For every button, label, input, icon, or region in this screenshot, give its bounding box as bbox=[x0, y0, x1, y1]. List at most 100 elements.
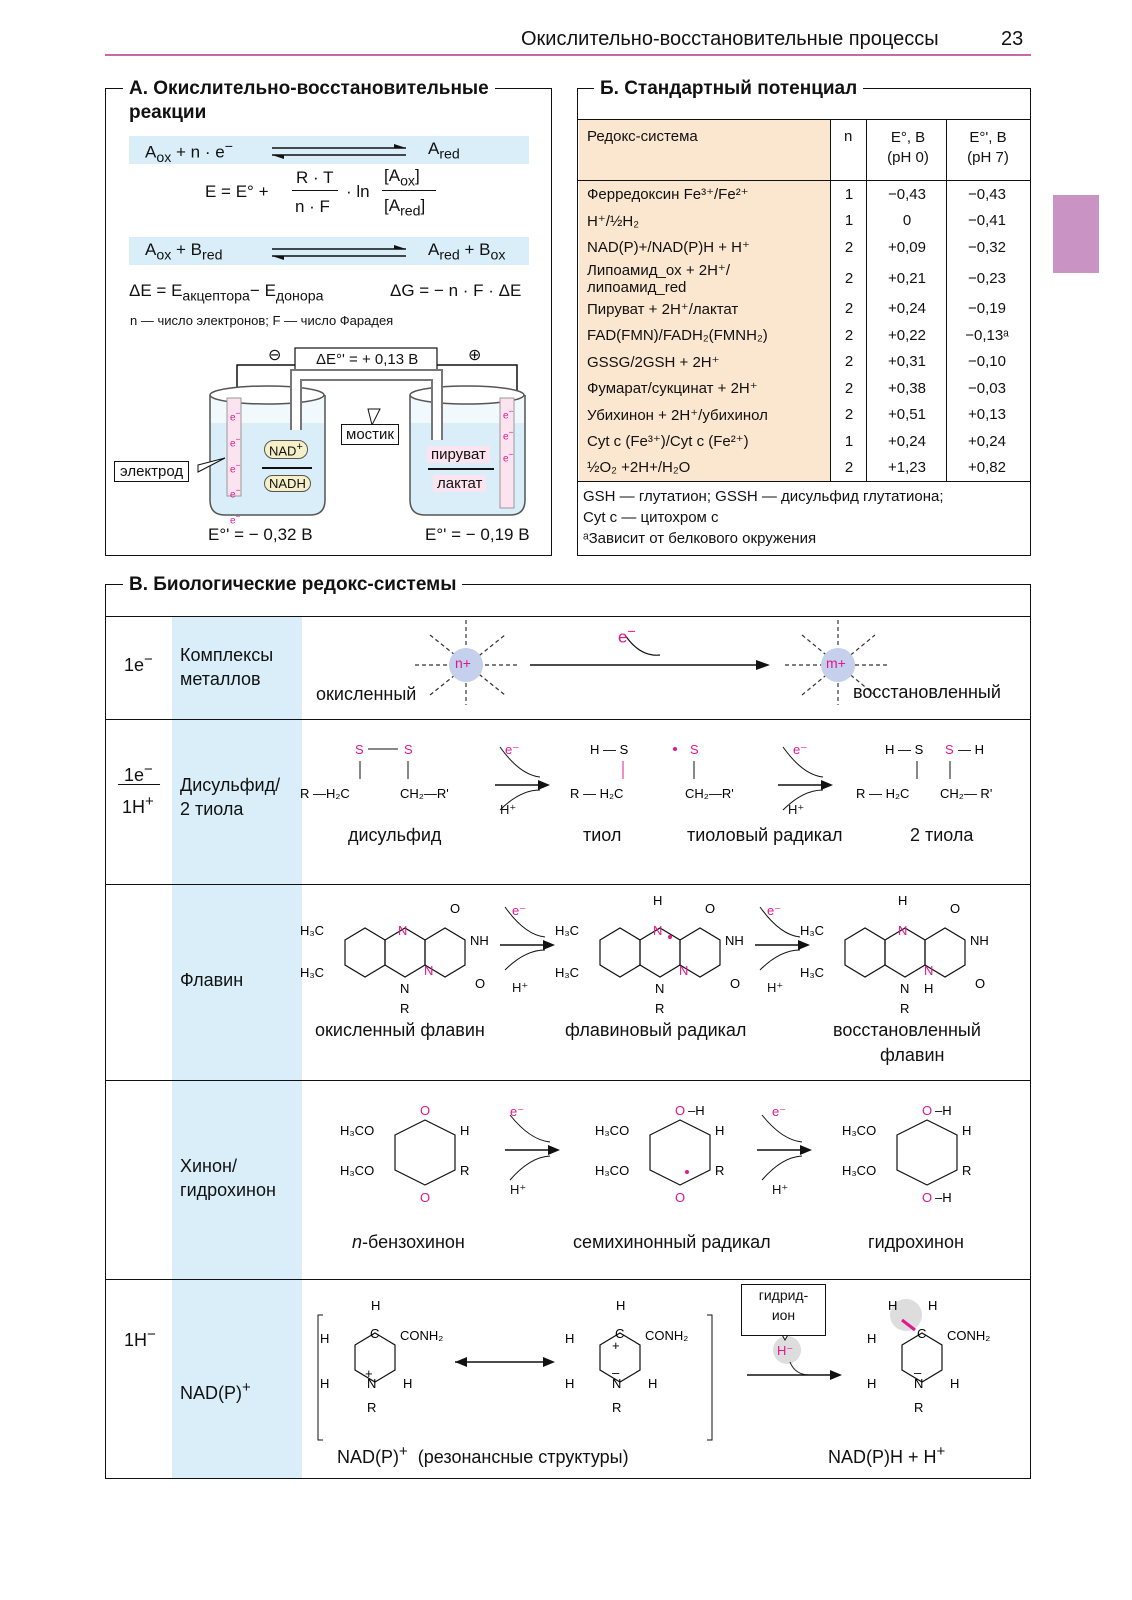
row2-h2: H⁺ bbox=[788, 802, 805, 817]
svg-text:–: – bbox=[612, 1365, 620, 1380]
row3-e1: e⁻ bbox=[512, 903, 527, 918]
row5-left-label: NAD(P)+ (резонансные структуры) bbox=[337, 1443, 629, 1467]
cell-n: 2 bbox=[844, 326, 854, 344]
cell-e7: −0,03 bbox=[968, 379, 1006, 397]
svg-text:NH: NH bbox=[725, 933, 744, 948]
svg-text:N: N bbox=[914, 1376, 923, 1391]
eq2-left: Aox + Bred bbox=[145, 240, 223, 264]
row2-label-thiol: тиол bbox=[583, 825, 622, 845]
row3-name: Флавин bbox=[180, 970, 244, 990]
svg-text:H₃CO: H₃CO bbox=[340, 1163, 374, 1178]
row3-h2: H⁺ bbox=[767, 980, 784, 995]
row3-label-oxidized: окисленный флавин bbox=[315, 1020, 485, 1040]
svg-text:R: R bbox=[460, 1163, 469, 1178]
svg-text:H₃CO: H₃CO bbox=[842, 1163, 876, 1178]
row4-label-semiquinone: семихинонный радикал bbox=[573, 1232, 771, 1252]
section-tab bbox=[1053, 195, 1099, 273]
svg-text:H: H bbox=[460, 1123, 469, 1138]
table-top-rule bbox=[578, 119, 1030, 120]
svg-text:CONH₂: CONH₂ bbox=[947, 1328, 990, 1343]
svg-text:H: H bbox=[867, 1331, 876, 1346]
cell-e0: +0,51 bbox=[888, 406, 926, 424]
row4-name: Хинон/гидрохинон bbox=[180, 1156, 276, 1200]
svg-text:N: N bbox=[367, 1376, 376, 1391]
table-footnotes: GSH — глутатион; GSSH — дисульфид глутат… bbox=[583, 486, 944, 549]
cell-e7: −0,10 bbox=[968, 353, 1006, 371]
svg-text:O: O bbox=[975, 976, 985, 991]
row2-electrons-top: 1e− bbox=[124, 761, 153, 785]
svg-text:NH: NH bbox=[970, 933, 989, 948]
cell-n: 2 bbox=[844, 406, 854, 424]
cell-e7: +0,13 bbox=[968, 406, 1006, 424]
svg-text:O: O bbox=[950, 901, 960, 916]
svg-text:NH: NH bbox=[470, 933, 489, 948]
cell-e0: 0 bbox=[902, 212, 912, 230]
delta-e: ΔE = Eакцептора− Eдонора bbox=[129, 281, 324, 305]
red-charge: m+ bbox=[826, 655, 846, 671]
cell-system: Убихинон + 2H⁺/убихинол bbox=[587, 406, 768, 424]
panel-a-title-line2: реакции bbox=[129, 102, 207, 123]
eq2-band bbox=[129, 237, 529, 265]
electrode-label: электрод bbox=[114, 461, 190, 482]
cell-n: 1 bbox=[844, 185, 854, 203]
cell-e0: −0,43 bbox=[888, 185, 926, 203]
col-rule-3 bbox=[946, 120, 947, 481]
svg-text:R — H₂C: R — H₂C bbox=[856, 786, 909, 801]
eq1-left: Aox + n · e− bbox=[145, 139, 233, 167]
row2-electrons-bottom: 1H+ bbox=[122, 793, 154, 817]
svg-text:CH₂—R': CH₂—R' bbox=[400, 786, 449, 801]
svg-text:–: – bbox=[914, 1365, 922, 1380]
svg-text:S: S bbox=[690, 742, 699, 757]
svg-text:R: R bbox=[900, 1001, 909, 1016]
svg-text:O: O bbox=[675, 1190, 685, 1205]
svg-text:H: H bbox=[403, 1376, 412, 1391]
svg-text:H: H bbox=[653, 895, 662, 908]
svg-text:H — S: H — S bbox=[590, 742, 629, 757]
delta-g: ΔG = − n · F · ΔE bbox=[390, 281, 522, 300]
svg-text:C: C bbox=[615, 1326, 624, 1341]
svg-text:H₃C: H₃C bbox=[800, 965, 824, 980]
row5-name: NAD(P)+ bbox=[180, 1379, 251, 1403]
svg-text:R — H₂C: R — H₂C bbox=[570, 786, 623, 801]
svg-text:N: N bbox=[900, 981, 909, 996]
c-rule-3 bbox=[106, 1080, 1030, 1081]
nernst-ln: · ln bbox=[346, 182, 370, 201]
row4-e2: e⁻ bbox=[772, 1104, 787, 1119]
row2-h1: H⁺ bbox=[500, 802, 517, 817]
cell-e0: +0,22 bbox=[888, 326, 926, 344]
svg-text:H₃C: H₃C bbox=[300, 923, 324, 938]
svg-text:CONH₂: CONH₂ bbox=[645, 1328, 688, 1343]
svg-text:H: H bbox=[928, 1298, 937, 1313]
svg-text:N: N bbox=[924, 963, 933, 978]
cell-n: 2 bbox=[844, 300, 854, 318]
svg-text:O: O bbox=[420, 1190, 430, 1205]
svg-text:–H: –H bbox=[688, 1103, 705, 1118]
cell-e7: −0,41 bbox=[968, 212, 1006, 230]
svg-text:O: O bbox=[675, 1103, 685, 1118]
pyruvate-label: пируват bbox=[427, 446, 490, 463]
row3-label-reduced-2: флавин bbox=[880, 1045, 945, 1065]
hydride-label-2: ион bbox=[771, 1307, 796, 1323]
svg-text:H — S: H — S bbox=[885, 742, 924, 757]
cell-e0: +1,23 bbox=[888, 459, 926, 477]
pyruvate-divider bbox=[428, 468, 494, 470]
cell-n: 2 bbox=[844, 238, 854, 256]
svg-text:R —H₂C: R —H₂C bbox=[300, 786, 350, 801]
electrochemical-cell bbox=[197, 347, 526, 516]
cell-e7: −0,43 bbox=[968, 185, 1006, 203]
cell-n: 2 bbox=[844, 269, 854, 287]
cell-e7: +0,24 bbox=[968, 432, 1006, 450]
svg-text:H: H bbox=[616, 1298, 625, 1313]
svg-text:H: H bbox=[898, 895, 907, 908]
nernst-frac-num: [Aox] bbox=[384, 166, 420, 190]
cell-e7: −0,23 bbox=[968, 269, 1006, 287]
row3-e2: e⁻ bbox=[767, 903, 782, 918]
c-rule-2 bbox=[106, 884, 1030, 885]
svg-text:O: O bbox=[420, 1103, 430, 1118]
cell-e7: −0,19 bbox=[968, 300, 1006, 318]
c-rule-0 bbox=[106, 616, 1030, 617]
cell-e0: +0,24 bbox=[888, 300, 926, 318]
